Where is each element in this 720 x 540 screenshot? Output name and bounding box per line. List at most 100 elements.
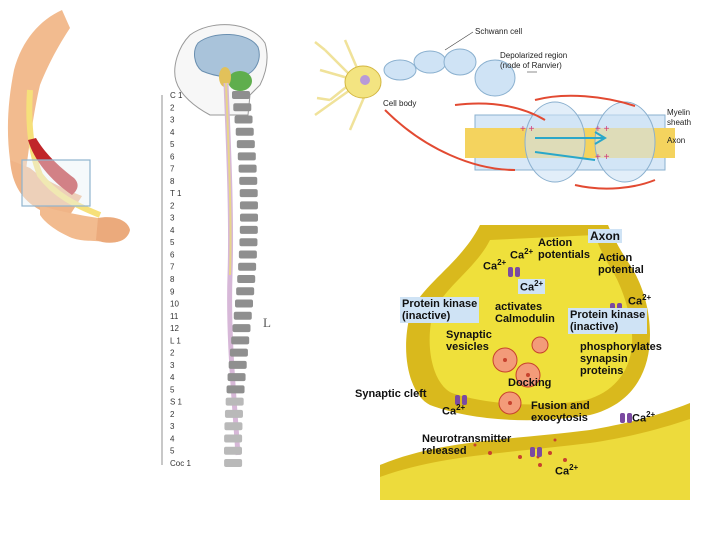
presynaptic-terminal-inner [429,235,633,405]
vertebra-label: 2 [170,103,175,112]
vertebra-thoracic [239,238,258,247]
synapse-illustration: Axon Action potentials Action potential … [350,225,690,500]
vertebra-cervical [233,103,252,112]
label-synaptic-cleft: Synaptic cleft [355,388,427,400]
vertebra-thoracic [239,201,258,210]
vertebra-thoracic [239,225,258,234]
ca-label-4: Ca2+ [628,293,652,308]
ca-label-6: Ca2+ [632,410,656,425]
ca-label-7: Ca2+ [555,463,579,478]
label-action-potentials-1: Action [538,237,573,249]
vertebra-sacral [224,409,243,418]
vertebra-cervical [238,164,257,173]
label-synapse-axon: Axon [588,229,622,243]
vertebra-label: 5 [170,238,175,247]
vertebra-label: 2 [170,201,175,210]
svg-text:+ +: + + [520,124,535,135]
vertebra-label: 5 [170,140,175,149]
arm-highlight-box [21,159,91,207]
vertebra-label: 8 [170,177,175,186]
neuron-illustration: + ++ ++ + Schwann cell Depolarized regio… [305,20,705,205]
ca-label-5: Ca2+ [442,403,466,418]
vertebra-label: 3 [170,116,175,125]
vertebra-cervical [234,115,253,124]
arm-illustration [0,0,150,260]
vertebra-thoracic [232,324,251,333]
vertebra-thoracic [236,287,255,296]
vertebra-thoracic [239,213,258,222]
vertebra-cervical [235,127,254,136]
vertebra-label: 9 [170,287,175,296]
label-action-potential: Action potential [598,252,644,276]
label-axon: Axon [667,136,685,145]
vertebral-column [224,91,258,467]
label-protein-kinase-right: Protein kinase (inactive) [568,308,648,334]
vertebra-label: L 1 [170,336,181,345]
vertebra-cervical [239,176,258,185]
vertebra-label: 11 [170,312,179,321]
vertebra-sacral [224,422,243,431]
vertebra-sacral [225,397,244,406]
ca-label-1: Ca2+ [483,258,507,273]
ca-label-3: Ca2+ [518,279,546,294]
label-phosphorylates: phosphorylates synapsin proteins [580,341,662,377]
vertebra-lumbar [231,336,250,345]
vertebra-label: Coc 1 [170,459,191,468]
vertebra-thoracic [238,250,257,259]
nucleus [360,75,370,85]
arm-shoulder [7,10,70,170]
vertebra-thoracic [239,189,258,198]
vertebra-label: 4 [170,434,175,443]
label-action-potential-1: Action [598,252,633,264]
label-protein-kinase-left: Protein kinase (inactive) [400,297,480,323]
vertebra-label: 10 [170,300,179,309]
vertebra-label: 12 [170,324,179,333]
label-sheath: sheath [667,118,691,127]
svg-text:+ +: + + [595,152,610,163]
vertebra-label: 3 [170,214,175,223]
vertebra-label: 8 [170,275,175,284]
vertebra-label: T 1 [170,189,182,198]
vertebra-thoracic [233,311,252,320]
vertebra-label: 5 [170,385,175,394]
vertebra-label: 4 [170,373,175,382]
label-neurotransmitter-released: Neurotransmitter released [422,433,512,457]
vertebra-thoracic [235,299,254,308]
arm-hand [96,217,130,243]
vertebra-lumbar [228,360,247,369]
vertebra-lumbar [226,385,245,394]
vertebra-label: C 1 [170,91,183,100]
brainstem [219,67,231,87]
vertebra-cervical [237,152,256,161]
vertebra-label: 5 [170,447,175,456]
vertebra-label: 2 [170,410,175,419]
label-depolarized-region: Depolarized region [500,51,567,60]
label-myelin: Myelin [667,108,690,117]
vertebra-label: 3 [170,361,175,370]
vertebra-label: 7 [170,165,175,174]
current-arrows [384,94,656,190]
arm-muscle [28,138,78,195]
postsynaptic-inner [380,419,690,500]
cerebellum [228,71,252,91]
svg-text:+ +: + + [595,124,610,135]
vertebra-sacral [224,446,243,455]
vertebra-thoracic [237,275,256,283]
label-node-of-ranvier: (node of Ranvier) [500,61,562,70]
charge-symbols: + + + + + + [520,124,610,163]
vertebra-label: S 1 [170,398,183,407]
vertebra-label: 3 [170,422,175,431]
neuron-drawing: + ++ ++ + Schwann cell Depolarized regio… [314,27,691,190]
vertebra-label: 4 [170,128,175,137]
vertebra-cervical [232,91,250,99]
label-cell-body: Cell body [383,99,416,108]
vertebra-thoracic [238,262,257,271]
ca-label-2: Ca2+ [510,247,534,262]
label-action-potentials-2: potentials [538,249,590,261]
label-action-potentials: Action potentials [538,237,590,261]
synapse-drawing [380,225,690,500]
ion-arrows [534,131,607,161]
